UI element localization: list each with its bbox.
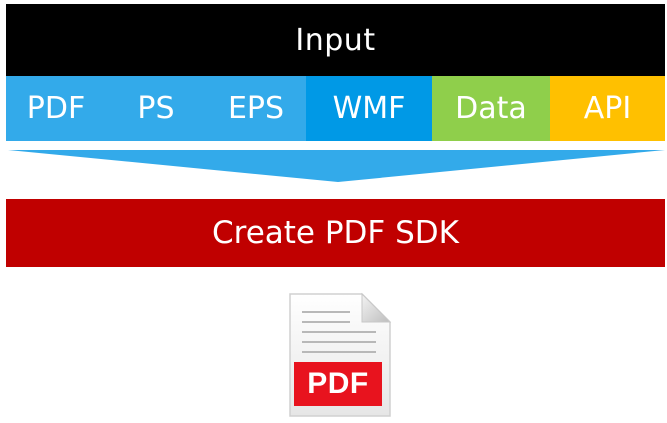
down-arrow-icon <box>8 150 665 182</box>
format-label: EPS <box>227 91 285 126</box>
input-title: Input <box>295 22 376 58</box>
format-ps: PS <box>106 76 206 141</box>
input-formats-row: PDF PS EPS WMF Data API <box>6 76 665 141</box>
create-pdf-sdk-bar: Create PDF SDK <box>6 199 665 267</box>
format-label: API <box>583 91 632 126</box>
format-label: WMF <box>332 91 406 126</box>
format-wmf: WMF <box>306 76 432 141</box>
format-eps: EPS <box>206 76 306 141</box>
pdf-icon-label: PDF <box>307 367 369 400</box>
format-data: Data <box>432 76 550 141</box>
sdk-title: Create PDF SDK <box>212 215 459 251</box>
format-pdf: PDF <box>6 76 106 141</box>
pdf-file-icon <box>289 292 392 417</box>
format-label: Data <box>455 91 527 126</box>
format-label: PDF <box>26 91 86 126</box>
format-label: PS <box>137 91 175 126</box>
format-api: API <box>550 76 665 141</box>
input-header: Input <box>6 4 665 76</box>
